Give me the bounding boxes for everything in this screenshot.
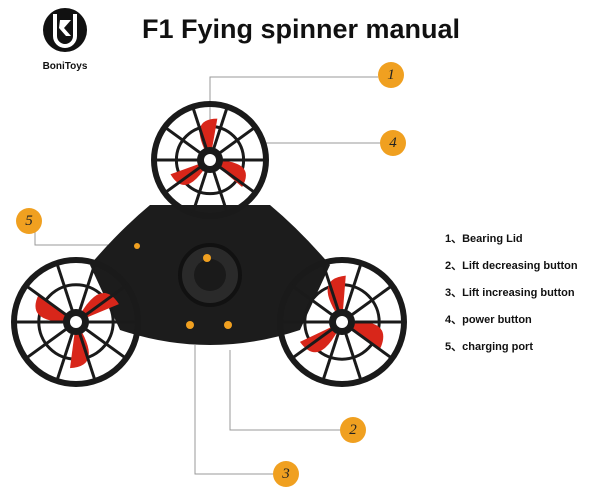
legend-item: 3、Lift increasing button: [445, 287, 575, 299]
callout-5: 5: [16, 208, 42, 234]
propeller-ring: [277, 257, 407, 387]
page-title: F1 Fying spinner manual: [142, 14, 461, 44]
callout-1: 1: [378, 62, 404, 88]
legend-item: 5、charging port: [445, 341, 534, 353]
leader-lines: [34, 76, 380, 475]
brand-logo: BoniToys: [30, 6, 100, 72]
logo-mark-icon: [43, 8, 87, 52]
callout-2: 2: [340, 417, 366, 443]
parts-legend: 1、Bearing Lid 2、Lift decreasing button 3…: [445, 230, 578, 365]
callout-4: 4: [380, 130, 406, 156]
legend-item: 1、Bearing Lid: [445, 233, 523, 245]
callout-3: 3: [273, 461, 299, 487]
brand-name: BoniToys: [42, 61, 88, 72]
propeller-ring: [151, 101, 269, 219]
legend-item: 4、power button: [445, 314, 532, 326]
spinner-body: [90, 205, 330, 345]
propeller-ring: [11, 257, 141, 387]
legend-item: 2、Lift decreasing button: [445, 260, 578, 272]
